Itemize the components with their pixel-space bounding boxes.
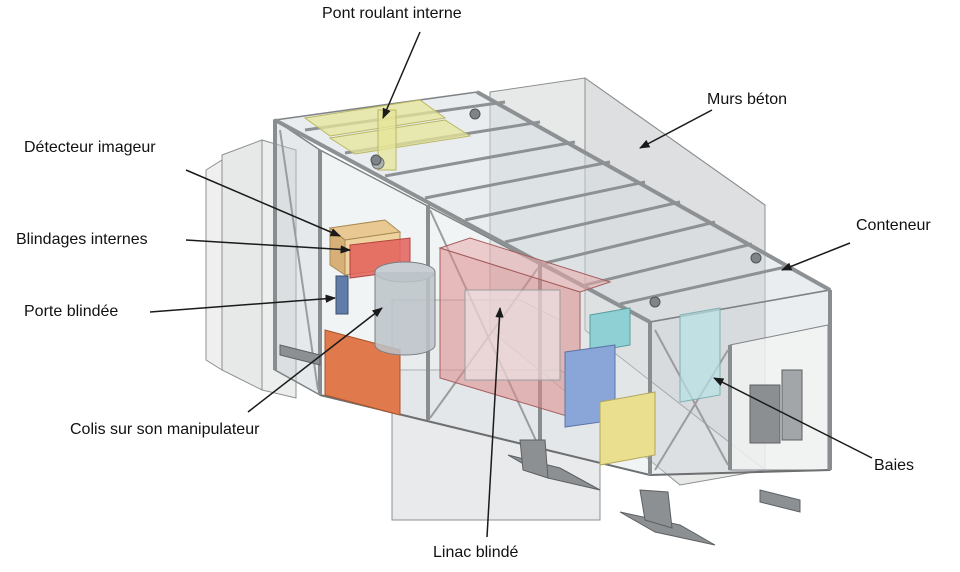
rack-yellow	[599, 391, 656, 466]
rack-cyan	[589, 307, 631, 353]
label-conteneur: Conteneur	[856, 217, 931, 234]
label-murs-beton: Murs béton	[707, 91, 788, 108]
left-concrete-wall-1-side	[261, 139, 297, 399]
electrical-cabinet-2	[781, 369, 803, 441]
label-baies: Baies	[874, 457, 915, 474]
linac-glass-panel	[464, 289, 561, 381]
left-concrete-wall-1	[221, 139, 263, 391]
linac-shield	[438, 237, 612, 421]
crane-beam-2	[328, 119, 472, 155]
leader-linac	[486, 306, 504, 538]
left-concrete-wall-2	[205, 159, 223, 371]
manipulator	[335, 275, 349, 315]
leader-pont-roulant	[382, 31, 421, 119]
leader-murs-beton	[639, 109, 713, 149]
leader-detecteur	[185, 169, 341, 237]
roof-beams	[274, 90, 831, 324]
label-pont-roulant: Pont roulant interne	[322, 5, 462, 22]
label-porte: Porte blindée	[24, 303, 119, 320]
racks	[564, 307, 803, 466]
label-colis: Colis sur son manipulateur	[70, 421, 260, 438]
label-detecteur: Détecteur imageur	[24, 139, 156, 156]
overhead-crane	[303, 99, 472, 171]
electrical-cabinet	[749, 384, 781, 444]
leader-lines	[149, 31, 873, 538]
linac-top	[438, 237, 612, 293]
leader-baies	[713, 377, 873, 459]
internal-equipment	[324, 219, 436, 416]
support-feet	[279, 344, 801, 546]
label-blindages: Blindages internes	[16, 231, 148, 248]
leader-colis	[247, 307, 383, 413]
lifting-lugs	[370, 108, 762, 308]
crane-beam-1	[303, 99, 447, 137]
leader-blindages	[185, 239, 352, 254]
label-linac: Linac blindé	[433, 544, 519, 561]
package-cylinder	[374, 272, 436, 356]
leader-porte	[149, 294, 337, 313]
rack-end	[679, 307, 721, 403]
leader-conteneur	[781, 242, 851, 271]
